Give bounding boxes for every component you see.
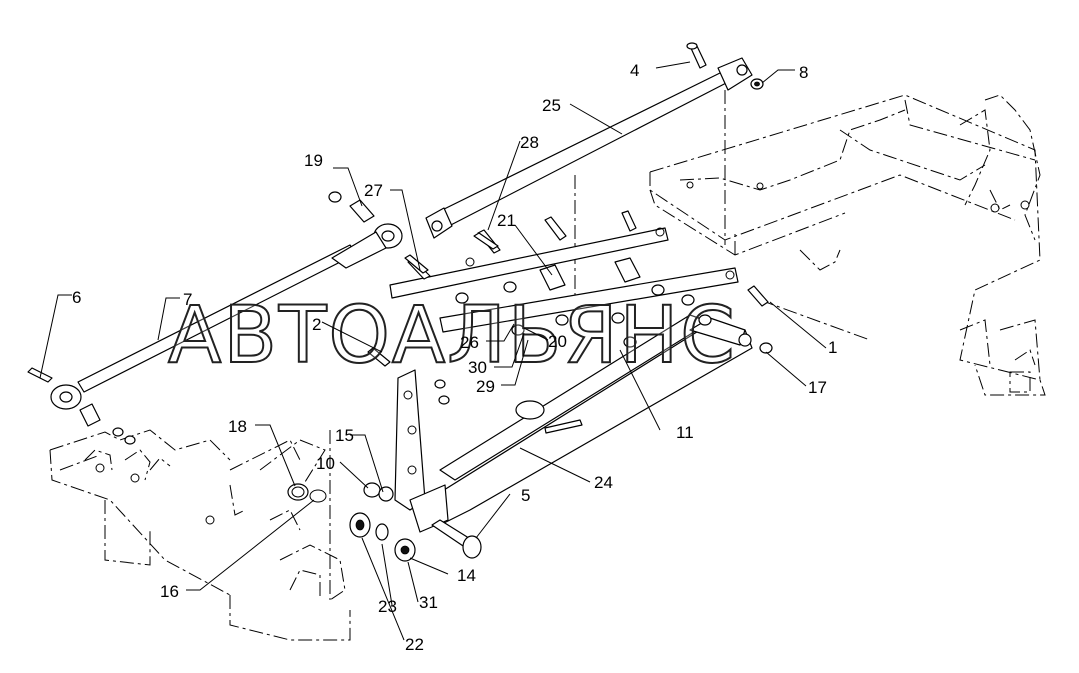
- callout-labels: 4 8 25 28 19 27 21 6 7 2 26 20 1 30 29 1…: [72, 61, 837, 654]
- callout-10: 10: [316, 454, 335, 473]
- callout-20: 20: [548, 332, 567, 351]
- callout-23: 23: [378, 597, 397, 616]
- callout-28: 28: [520, 133, 539, 152]
- upper-link-25: [425, 42, 764, 239]
- callout-25: 25: [542, 96, 561, 115]
- callout-1: 1: [828, 338, 837, 357]
- callout-31: 31: [419, 593, 438, 612]
- callout-30: 30: [468, 358, 487, 377]
- callout-7: 7: [183, 290, 192, 309]
- right-frame-ghost: [574, 90, 1046, 396]
- callout-5: 5: [521, 486, 530, 505]
- left-frame-ghost: [49, 429, 351, 641]
- leader-lines: [39, 61, 827, 641]
- callout-14: 14: [457, 566, 476, 585]
- callout-2: 2: [312, 315, 321, 334]
- callout-11: 11: [676, 423, 694, 442]
- callout-16: 16: [160, 582, 179, 601]
- callout-8: 8: [799, 63, 808, 82]
- callout-21: 21: [497, 211, 516, 230]
- callout-22: 22: [405, 635, 424, 654]
- watermark-text: АВТОАЛЬЯНС: [168, 291, 737, 381]
- callout-6: 6: [72, 288, 81, 307]
- callout-15: 15: [335, 426, 354, 445]
- callout-19: 19: [304, 151, 323, 170]
- callout-29: 29: [476, 377, 495, 396]
- callout-4: 4: [630, 61, 639, 80]
- callout-18: 18: [228, 417, 247, 436]
- callout-17: 17: [808, 378, 827, 397]
- callout-24: 24: [594, 473, 613, 492]
- callout-27: 27: [364, 181, 383, 200]
- left-rod-7: [27, 191, 403, 445]
- callout-26: 26: [460, 333, 479, 352]
- lower-arms: [287, 232, 773, 562]
